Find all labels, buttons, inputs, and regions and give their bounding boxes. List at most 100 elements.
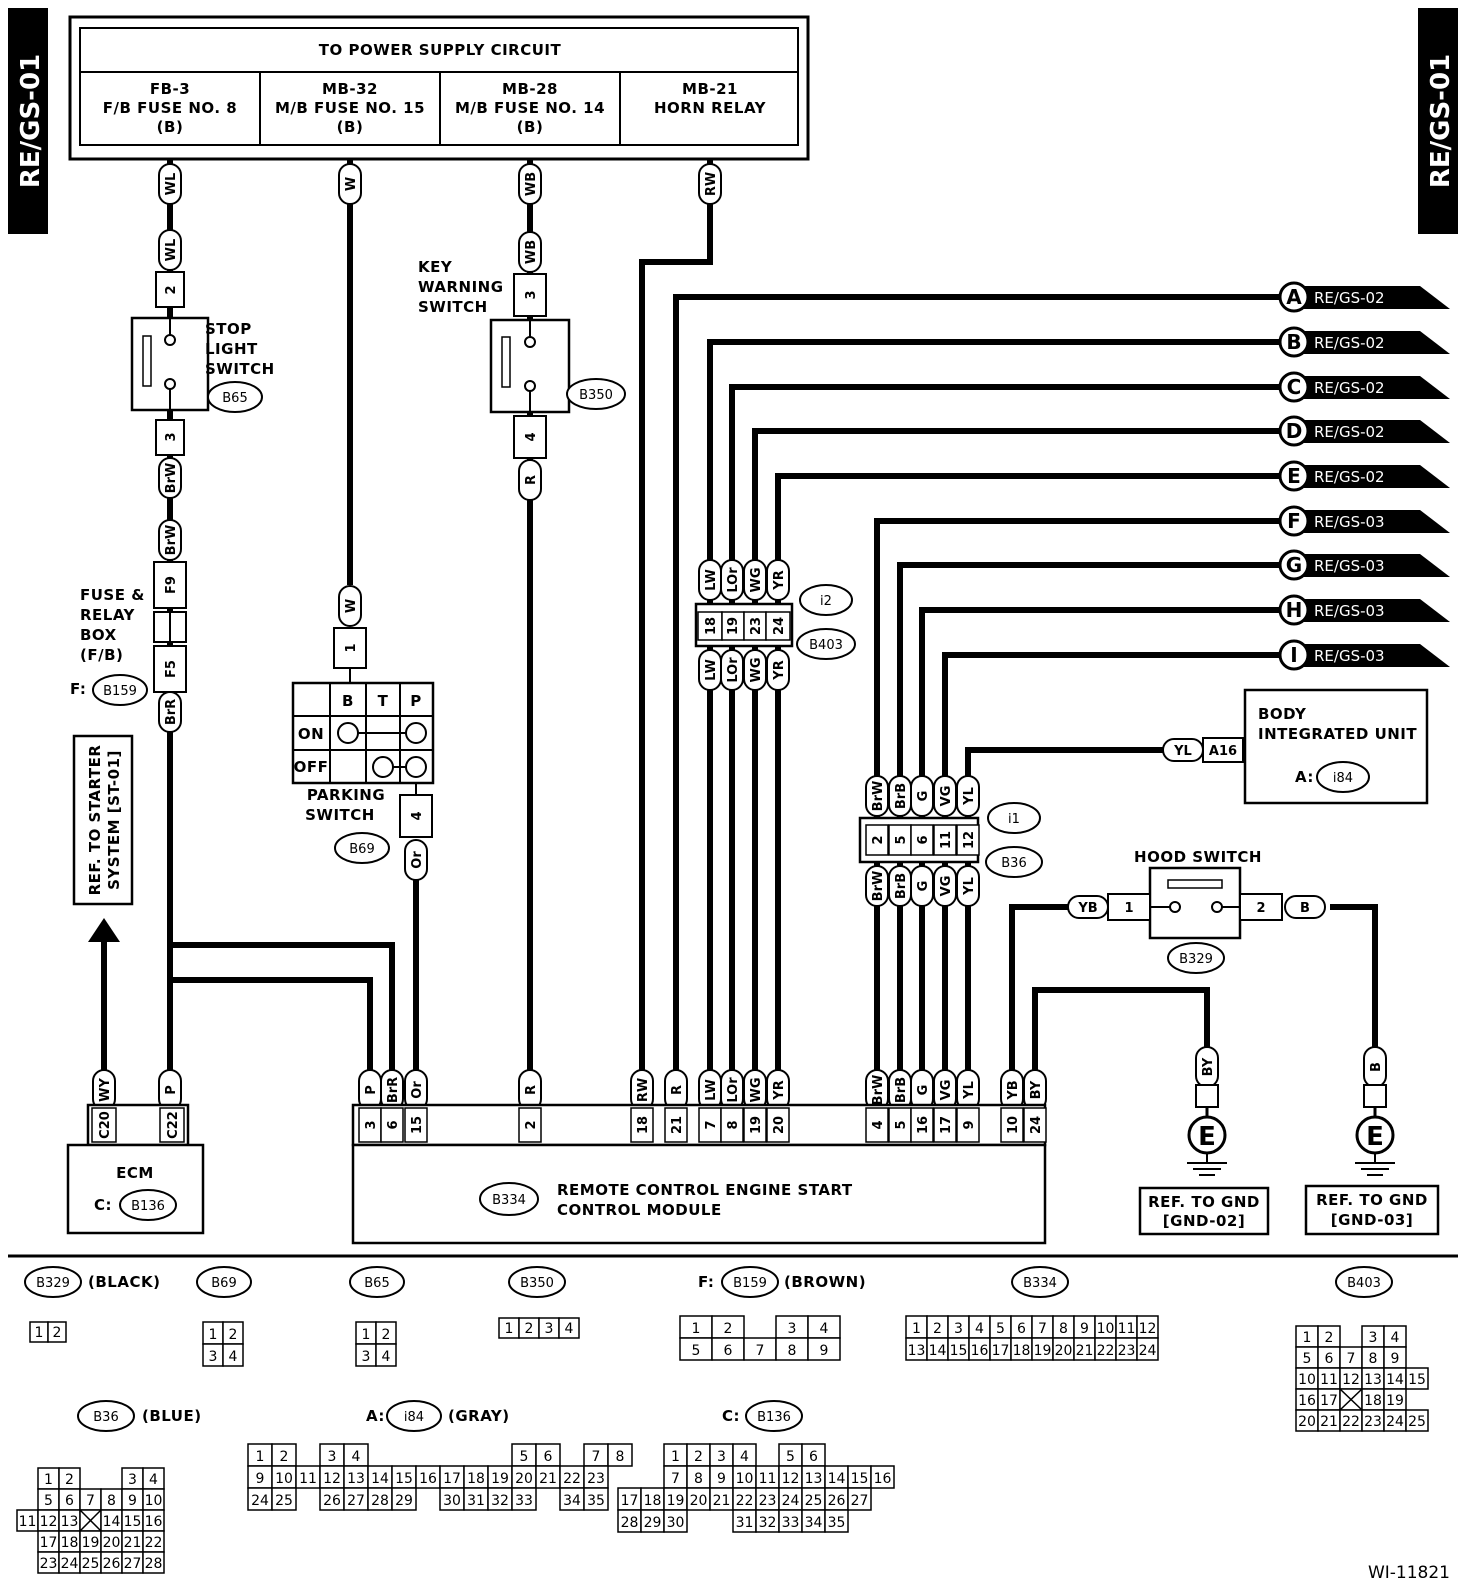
wire-brr-to-module (167, 722, 395, 1078)
legend-cell: 4 (1391, 1330, 1400, 1346)
parking-row-off: OFF (294, 758, 329, 776)
legend-cell: 20 (515, 1471, 533, 1487)
legend-cell: 33 (515, 1493, 533, 1509)
legend-cell: 29 (644, 1515, 662, 1531)
wire-label-text: RW (636, 1078, 651, 1102)
wire-label-text: B (1300, 901, 1310, 916)
key-warning-label-1: KEY (418, 258, 453, 276)
parking-hdr-t: T (378, 692, 389, 710)
parking-row-on: ON (298, 725, 324, 743)
wire-label-text: BrR (386, 1077, 401, 1103)
legend-cell: 9 (1080, 1321, 1089, 1337)
legend-cell: 2 (724, 1321, 733, 1337)
legend-cell: 7 (86, 1493, 95, 1509)
legend-cell: 19 (1386, 1393, 1404, 1409)
parking-label-2: SWITCH (305, 806, 375, 824)
biu-prefix: A: (1295, 768, 1314, 786)
ref-page: RE/GS-02 (1314, 468, 1385, 486)
i1-conn-2: B36 (1001, 856, 1026, 871)
wire-label-text: R (524, 1085, 539, 1095)
side-tab-right: RE/GS-01 (1418, 8, 1458, 234)
ecm-pin-c20: C20 (98, 1111, 113, 1139)
legend-cell: 13 (908, 1343, 926, 1359)
wire-label-text: BrR (164, 699, 179, 725)
legend-cell: 3 (954, 1321, 963, 1337)
wire-label-text: WB (524, 240, 539, 264)
legend-cell: 14 (929, 1343, 947, 1359)
legend-cell: 8 (107, 1493, 116, 1509)
wire-label-text: YL (1173, 744, 1192, 759)
legend-cell: 15 (124, 1514, 142, 1530)
wire-label-text: WY (98, 1078, 113, 1102)
side-tab-left: RE/GS-01 (8, 8, 48, 234)
ref-letter: D (1286, 419, 1303, 443)
legend-cell: 21 (713, 1493, 731, 1509)
ps-cell-1-l1: FB-3 (150, 80, 190, 98)
legend-cell: 14 (828, 1471, 846, 1487)
legend-cell: 6 (1325, 1351, 1334, 1367)
parking-hdr-b: B (342, 692, 354, 710)
wire-label-text: WG (749, 1077, 764, 1102)
wire-label-text: BrW (871, 1075, 886, 1106)
wire-label-text: G (916, 1085, 931, 1096)
wire-label-text: R (670, 1085, 685, 1095)
fuse-box-conn: B159 (103, 684, 137, 699)
module-pin: 10 (1006, 1116, 1021, 1134)
wire-ref-e (775, 473, 1285, 1078)
legend-cell: 3 (717, 1449, 726, 1465)
wire-label-text: YR (772, 1080, 787, 1100)
wire-label-text: BY (1029, 1080, 1044, 1099)
ref-letter: B (1286, 330, 1301, 354)
legend-cell: 28 (621, 1515, 639, 1531)
legend-cell: 9 (128, 1493, 137, 1509)
fuse-box-label-2: RELAY (80, 606, 136, 624)
ps-cell-4-l1: MB-21 (682, 80, 738, 98)
power-supply-title: TO POWER SUPPLY CIRCUIT (319, 41, 562, 59)
legend-cell: 2 (65, 1472, 74, 1488)
legend-cell: 7 (671, 1471, 680, 1487)
legend-cell: 14 (103, 1514, 121, 1530)
legend-cell: 20 (1055, 1343, 1073, 1359)
wire-label-brr: BrR (158, 691, 182, 733)
legend-cell: 18 (644, 1493, 662, 1509)
legend-cell: 5 (520, 1449, 529, 1465)
legend-cell: 26 (828, 1493, 846, 1509)
legend-b36-color: (BLUE) (142, 1407, 202, 1425)
wire-label-yl: YL (956, 775, 980, 817)
legend-cell: 34 (805, 1515, 823, 1531)
module-pin: 9 (962, 1120, 977, 1129)
legend-b159-prefix: F: (698, 1273, 714, 1291)
wire-label-text: BrW (871, 781, 886, 812)
legend-cell: 8 (1059, 1321, 1068, 1337)
wire-label-wy: WY (92, 1069, 116, 1111)
legend-cell: 4 (975, 1321, 984, 1337)
legend-cell: 20 (1298, 1414, 1316, 1430)
legend-cell: 23 (1118, 1343, 1136, 1359)
legend-cell: 24 (1386, 1414, 1404, 1430)
wire-label-text: LOr (726, 1077, 741, 1103)
legend-cell: 28 (371, 1493, 389, 1509)
legend-cell: 2 (229, 1327, 238, 1343)
module-pin: 24 (1029, 1116, 1044, 1134)
legend-cell: 6 (724, 1343, 733, 1359)
wire-label-text: BrB (894, 1077, 909, 1103)
wire-label-lw: LW (698, 559, 722, 601)
module-label-2: CONTROL MODULE (557, 1201, 722, 1219)
wire-label-yr: YR (766, 559, 790, 601)
wire-yb (1009, 904, 1090, 1078)
module-pin: 18 (636, 1116, 651, 1134)
wire-ref-h (919, 607, 1285, 1078)
drawing-id: WI-11821 (1368, 1563, 1450, 1583)
legend-cell: 15 (1408, 1372, 1426, 1388)
legend-cell: 16 (1298, 1393, 1316, 1409)
wire-label-brb: BrB (888, 865, 912, 907)
ground-2: E REF. TO GND [GND-03] (1304, 1084, 1440, 1236)
wire-label-text: P (364, 1085, 379, 1095)
wire-label-wb: WB (518, 231, 542, 273)
wire-label-text: YR (772, 570, 787, 590)
